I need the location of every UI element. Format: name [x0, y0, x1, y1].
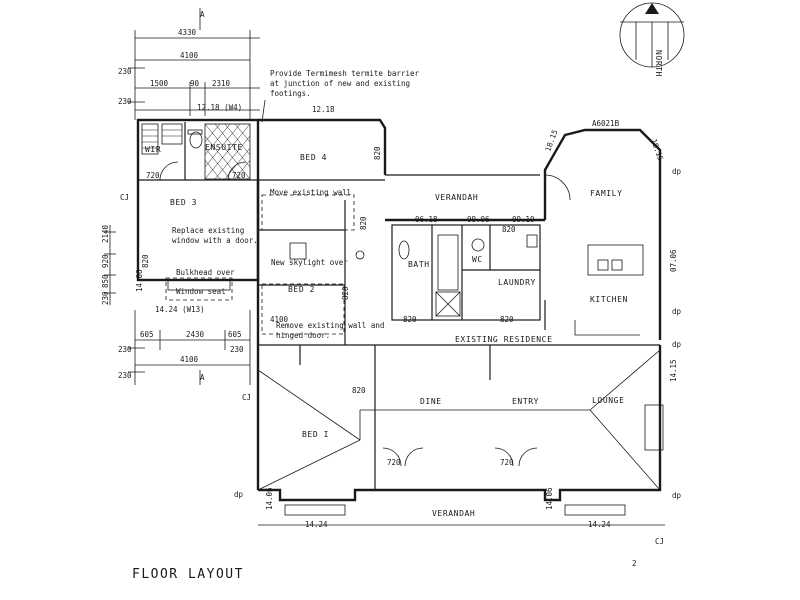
note-termite-3: footings.	[270, 89, 311, 98]
dim-920: 920	[101, 254, 110, 268]
note-bulkhead-1: Bulkhead over	[176, 268, 235, 277]
cj-left: CJ	[120, 193, 129, 202]
page-mark: 2	[632, 559, 637, 568]
dim-230-e: 230	[118, 371, 132, 380]
dim-230-f: 230	[230, 345, 244, 354]
dim-230-d: 230	[118, 345, 132, 354]
dp-5: dp	[234, 490, 244, 499]
dim-0618: 06.18	[415, 215, 438, 224]
note-termite-1: Provide Termimesh termite barrier	[270, 69, 419, 78]
dim-1424-bottom-left: 14.24	[305, 520, 328, 529]
dim-0910: 09.10	[512, 215, 535, 224]
cj-bottom-right: CJ	[655, 537, 664, 546]
room-wir: WIR	[145, 145, 161, 154]
room-lounge: LOUNGE	[592, 396, 625, 405]
room-verandah-top: VERANDAH	[435, 193, 478, 202]
room-verandah-bottom: VERANDAH	[432, 509, 475, 518]
dim-0706: 07.06	[669, 249, 678, 272]
residence-walls	[256, 118, 665, 526]
dim-1406-window: 14.06	[135, 269, 144, 292]
dim-605-a: 605	[140, 330, 154, 339]
note-replace-window-1: Replace existing	[172, 226, 244, 235]
dim-230-c: 230	[101, 291, 110, 305]
dim-1406-bottom-left: 14.06	[265, 487, 274, 510]
note-remove-wall-2: hinged door.	[276, 331, 330, 340]
room-ensuite: ENSUITE	[205, 143, 243, 152]
dim-4100-top: 4100	[180, 51, 199, 60]
cj-mid-left: CJ	[242, 393, 251, 402]
dim-1415: 14.15	[669, 359, 678, 382]
dim-820-side: 820	[359, 216, 368, 230]
section-marker-top: A	[200, 10, 205, 19]
dp-3: dp	[672, 340, 682, 349]
dim-1424-bottom-right: 14.24	[588, 520, 611, 529]
dim-a6021b: A6021B	[592, 119, 620, 128]
room-existing-residence: EXISTING RESIDENCE	[455, 335, 553, 344]
dim-720-dine: 720	[387, 458, 401, 467]
dim-820-laundry: 820	[500, 315, 514, 324]
room-dine: DINE	[420, 397, 442, 406]
north-label: NORTH	[654, 50, 663, 77]
top-dimension-lines	[128, 8, 260, 120]
dim-820-bed4: 820	[373, 146, 382, 160]
room-bed1: BED I	[302, 430, 329, 439]
room-bed2: BED 2	[288, 285, 315, 294]
section-marker-bottom: A	[200, 373, 205, 382]
note-replace-window-2: window with a door.	[172, 236, 258, 245]
dim-820-wc: 820	[502, 225, 516, 234]
dim-1815-b: 18.15	[649, 138, 665, 162]
dim-2310: 2310	[212, 79, 231, 88]
dim-0906: 09.06	[467, 215, 490, 224]
dim-1218-w4: 12.18 (W4)	[197, 103, 242, 112]
dim-720-entry: 720	[500, 458, 514, 467]
room-laundry: LAUNDRY	[498, 278, 536, 287]
room-wc: WC	[472, 255, 483, 264]
dim-230-a: 230	[118, 67, 132, 76]
dim-1406-bottom-right: 14.06	[545, 487, 554, 510]
dp-4: dp	[672, 491, 682, 500]
note-move-wall: Move existing wall	[270, 188, 351, 197]
note-termite-2: at junction of new and existing	[270, 79, 410, 88]
dim-720-ensuite: 720	[232, 171, 246, 180]
dim-820-bath: 820	[403, 315, 417, 324]
north-arrow: NORTH	[619, 2, 685, 77]
addition-walls	[136, 118, 260, 301]
dim-4330: 4330	[178, 28, 197, 37]
dim-820-bed2: 820	[341, 286, 350, 300]
note-skylight: New skylight over	[271, 258, 348, 267]
room-bed3: BED 3	[170, 198, 197, 207]
room-family: FAMILY	[590, 189, 623, 198]
dim-850: 850	[101, 274, 110, 288]
dp-1: dp	[672, 167, 682, 176]
room-bath: BATH	[408, 260, 430, 269]
dim-1218-bed4: 12.18	[312, 105, 335, 114]
note-remove-wall-1: Remove existing wall and	[276, 321, 384, 330]
dim-2140: 2140	[101, 224, 110, 243]
note-bulkhead-2: Window seat	[176, 287, 226, 296]
dim-820-bed1: 820	[352, 386, 366, 395]
dim-1500: 1500	[150, 79, 169, 88]
bottom-dimension-lines	[128, 310, 251, 385]
dim-720-wir: 720	[146, 171, 160, 180]
dim-230-b: 230	[118, 97, 132, 106]
dim-1424-w13: 14.24 (W13)	[155, 305, 205, 314]
dim-2430: 2430	[186, 330, 205, 339]
dim-4100-bed2: 4100	[270, 315, 289, 324]
dp-2: dp	[672, 307, 682, 316]
dim-820-bed3: 820	[141, 254, 150, 268]
room-kitchen: KITCHEN	[590, 295, 628, 304]
dim-605-b: 605	[228, 330, 242, 339]
room-bed4: BED 4	[300, 153, 327, 162]
drawing-title: FLOOR LAYOUT	[132, 567, 244, 582]
dim-90: 90	[190, 79, 200, 88]
left-dimension-lines	[104, 225, 116, 305]
room-entry: ENTRY	[512, 397, 539, 406]
dim-4100-bottom: 4100	[180, 355, 199, 364]
